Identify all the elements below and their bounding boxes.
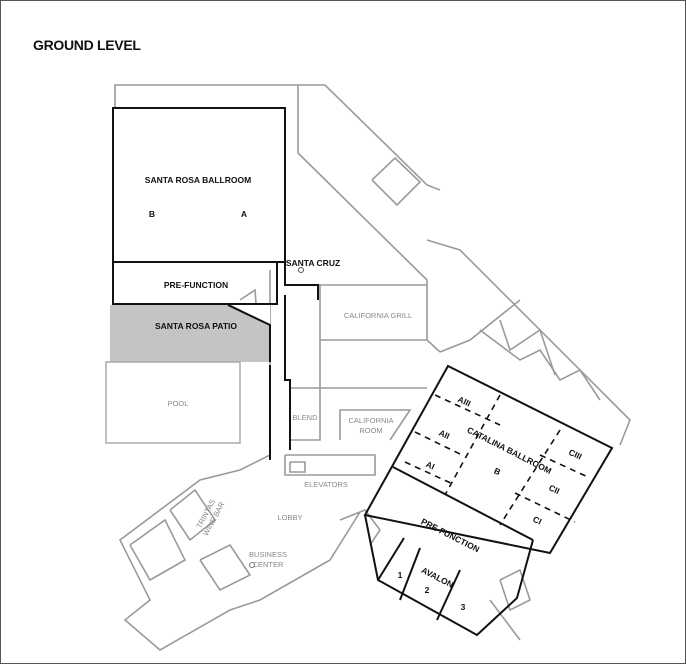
blend-label: BLEND [292,413,318,422]
business-center-label-1: BUSINESS [249,550,287,559]
california-grill-label: CALIFORNIA GRILL [344,311,412,320]
ai-label: AI [424,459,436,472]
avalon-1-label: 1 [398,570,403,580]
lobby-label: LOBBY [277,513,302,522]
business-center-marker-icon [249,562,255,568]
santa-cruz-label: SANTA CRUZ [286,258,340,268]
section-b-label: B [149,209,155,219]
pre-function-east-label: PRE-FUNCTION [419,516,481,554]
avalon-3-label: 3 [461,602,466,612]
aii-label: AII [437,427,451,441]
section-a-label: A [241,209,247,219]
catalina-ballroom-area[interactable] [363,364,614,555]
pool-label: POOL [168,399,189,408]
santa-rosa-patio-label: SANTA ROSA PATIO [155,321,237,331]
elevators-label: ELEVATORS [304,480,348,489]
catalina-b-label: B [492,465,502,477]
ci-label: CI [531,514,543,527]
pool-area[interactable] [105,361,241,444]
california-room-label-1: CALIFORNIA [348,416,393,425]
avalon-2-label: 2 [425,585,430,595]
ciii-label: CIII [567,447,583,462]
business-center-label-2: CENTER [253,560,284,569]
cii-label: CII [547,482,561,496]
catalina-ballroom-label: CATALINA BALLROOM [466,425,554,476]
santa-rosa-ballroom-area[interactable] [112,107,286,263]
building-outline [114,84,631,651]
santa-rosa-patio-area[interactable] [110,305,270,362]
california-room-label-2: ROOM [359,426,382,435]
santa-cruz-marker-icon [298,267,304,273]
page-title: GROUND LEVEL [33,37,141,53]
santa-rosa-ballroom-label: SANTA ROSA BALLROOM [145,175,251,185]
pre-function-west-label: PRE-FUNCTION [164,280,228,290]
